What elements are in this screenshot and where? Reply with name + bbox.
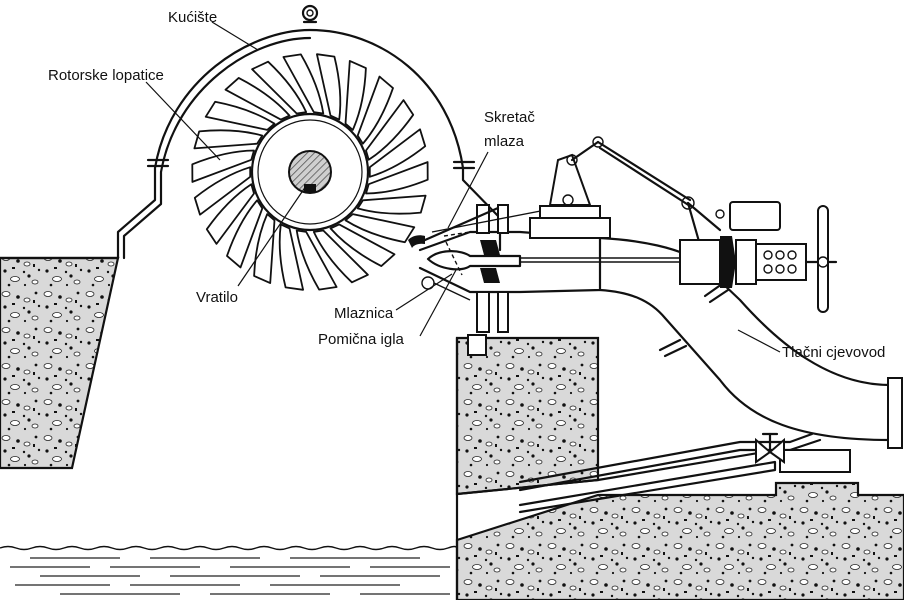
runner-bucket [205,183,255,245]
label-nozzle: Mlaznica [334,305,394,322]
label-shaft: Vratilo [196,289,238,306]
runner-bucket [204,100,276,131]
runner-bucket [226,199,264,269]
label-jet-deflector-line2: mlaza [484,133,525,150]
handwheel-icon [817,205,829,313]
tailwater [0,545,458,595]
right-foundation [455,481,904,600]
runner-bucket [365,161,429,195]
runner-bucket [368,128,427,178]
runner-bucket [365,99,415,161]
shaft [288,150,332,194]
runner-bucket [191,149,255,183]
linkage-mechanism [529,136,838,288]
runner-bucket [344,60,367,131]
runner-bucket [251,60,308,115]
nozzle-assembly [418,204,690,356]
runner-blades [191,53,429,291]
runner-bucket [282,53,325,115]
runner-bucket [278,223,304,291]
runner-bucket [316,53,342,121]
runner-bucket [224,77,291,121]
lifting-eye-icon [301,4,319,24]
label-runner-blades: Rotorske lopatice [48,67,164,84]
runner-bucket [193,129,264,150]
label-casing: Kućište [168,9,217,26]
tailrace-channel [455,336,778,600]
jet-deflector [408,206,557,276]
valve-icon [755,432,785,464]
runner-bucket [253,213,276,284]
runner-bucket [344,213,416,244]
runner-bucket [295,229,338,291]
left-foundation [0,256,120,470]
runner-bucket [329,223,396,267]
runner-bucket [356,75,394,145]
label-penstock: Tlačni cjevovod [782,344,885,361]
runner-bucket [193,166,252,216]
runner-bucket [312,229,369,284]
leader-lines [145,21,781,353]
penstock [518,236,903,492]
label-jet-deflector-line1: Skretač [484,109,535,126]
runner-bucket [356,194,427,215]
label-needle: Pomična igla [318,331,405,348]
